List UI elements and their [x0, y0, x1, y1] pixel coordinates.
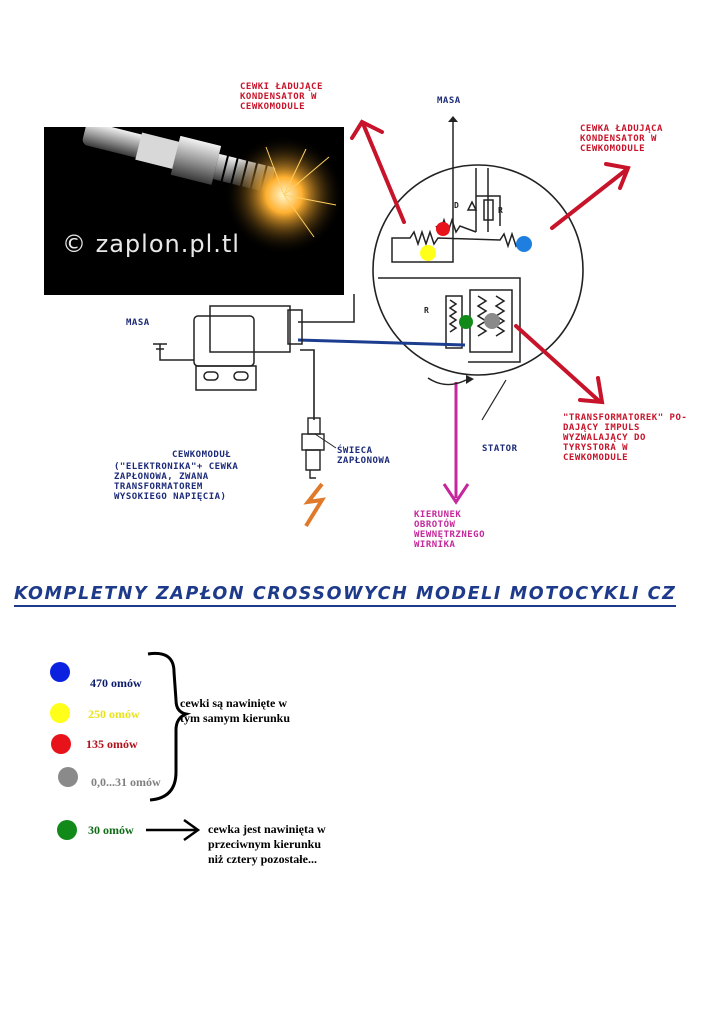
stator-coils — [298, 168, 521, 363]
page-title: KOMPLETNY ZAPŁON CROSSOWYCH MODELI MOTOC… — [14, 584, 677, 607]
masa-left-ground — [153, 343, 194, 361]
orange-spark-icon — [303, 482, 326, 528]
spark-plug-photo: © zaplon.pl.tl — [44, 127, 344, 295]
swieca-pointer — [314, 433, 337, 449]
red-coil-dot — [436, 222, 450, 236]
label-cewkomodul-desc: ("ELEKTRONIKA"+ CEWKA ZAPŁONOWA, ZWANA T… — [114, 462, 239, 502]
masa-top-ground-symbol — [448, 116, 458, 122]
note-opposite-direction: cewka jest nawinięta w przeciwnym kierun… — [208, 822, 326, 866]
label-r-mid: R — [424, 306, 430, 315]
note-same-direction: cewki są nawinięte w tym samym kierunku — [180, 696, 291, 725]
gray-coil-dot — [484, 313, 500, 329]
trigger-wire — [297, 338, 466, 347]
legend-label-30: 30 omów — [88, 823, 134, 837]
legend-label-250: 250 omów — [88, 707, 140, 721]
legend-dot-blue — [50, 662, 70, 682]
label-kierunek: KIERUNEK OBROTÓW WEWNĘTRZNEGO WIRNIKA — [414, 510, 486, 550]
red-arrows — [350, 119, 631, 405]
cdi-module — [193, 305, 303, 391]
label-masa-top: MASA — [437, 96, 461, 106]
legend-dot-green — [57, 820, 77, 840]
label-cewki-ladujace: CEWKI ŁADUJĄCE KONDENSATOR W CEWKOMODULE — [240, 82, 323, 112]
legend-dot-red — [51, 734, 71, 754]
label-cewkomodul: CEWKOMODUŁ — [172, 450, 232, 460]
rotation-mark — [427, 377, 467, 386]
spark-plug-drawing — [301, 417, 325, 479]
label-d: D — [454, 201, 460, 210]
green-coil-dot — [459, 315, 473, 329]
legend-dot-gray — [58, 767, 78, 787]
rotation-arrow — [442, 382, 470, 505]
label-swieca: ŚWIECA ZAPŁONOWA — [337, 446, 391, 466]
stator-pointer — [481, 379, 507, 421]
spark-plug-image: © zaplon.pl.tl — [62, 127, 344, 258]
blue-coil-dot — [516, 236, 532, 252]
brace-icon — [147, 651, 192, 802]
label-transformatorek: "TRANSFORMATOREK" PO- DAJĄCY IMPULS WYZW… — [563, 413, 688, 463]
label-stator: STATOR — [482, 444, 518, 454]
rotation-mark-head — [466, 375, 474, 384]
legend-label-135: 135 omów — [86, 737, 138, 751]
photo-watermark: © zaplon.pl.tl — [62, 230, 240, 258]
yellow-coil-dot — [420, 245, 436, 261]
legend-dot-yellow — [50, 703, 70, 723]
stator-circle — [372, 164, 584, 376]
legend-graphics — [146, 651, 201, 842]
legend-label-031: 0,0...31 omów — [91, 775, 161, 789]
arrow-right-icon — [183, 818, 201, 842]
label-masa-left: MASA — [126, 318, 150, 328]
ignition-wiring-diagram — [153, 116, 631, 528]
ht-lead — [300, 349, 315, 420]
label-r-top: R — [498, 206, 504, 215]
label-cewka-ladujaca: CEWKA ŁADUJĄCA KONDENSATOR W CEWKOMODULE — [580, 124, 663, 154]
legend-label-470: 470 omów — [90, 676, 142, 690]
